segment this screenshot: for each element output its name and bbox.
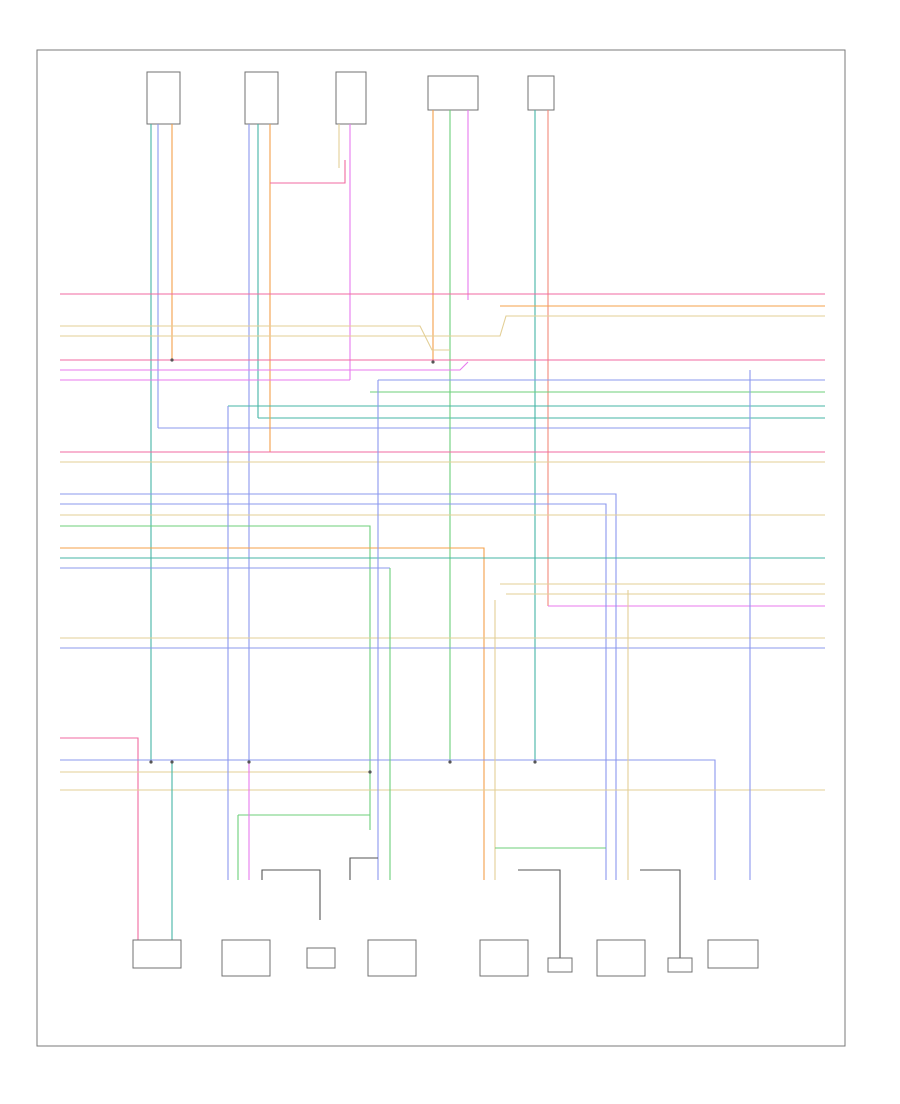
- drop-wires: [171, 380, 681, 960]
- top-component-5: [527, 75, 555, 111]
- bottom-component-4: [367, 939, 417, 977]
- bottom-component-6: [547, 957, 573, 973]
- bottom-component-8: [667, 957, 693, 973]
- top-component-1: [146, 71, 181, 125]
- top-component-4: [427, 75, 479, 111]
- bottom-component-3: [306, 947, 336, 969]
- bottom-component-7: [596, 939, 646, 977]
- top-component-3: [335, 71, 367, 125]
- diagram-border: [36, 49, 846, 1047]
- splice-points: [149, 358, 537, 774]
- top-component-2: [244, 71, 279, 125]
- bottom-component-2: [221, 939, 271, 977]
- top-vertical-wires: [150, 110, 825, 762]
- bottom-component-9: [707, 939, 759, 969]
- bottom-component-5: [479, 939, 529, 977]
- bus-wires: [60, 293, 825, 940]
- bottom-component-1: [132, 939, 182, 969]
